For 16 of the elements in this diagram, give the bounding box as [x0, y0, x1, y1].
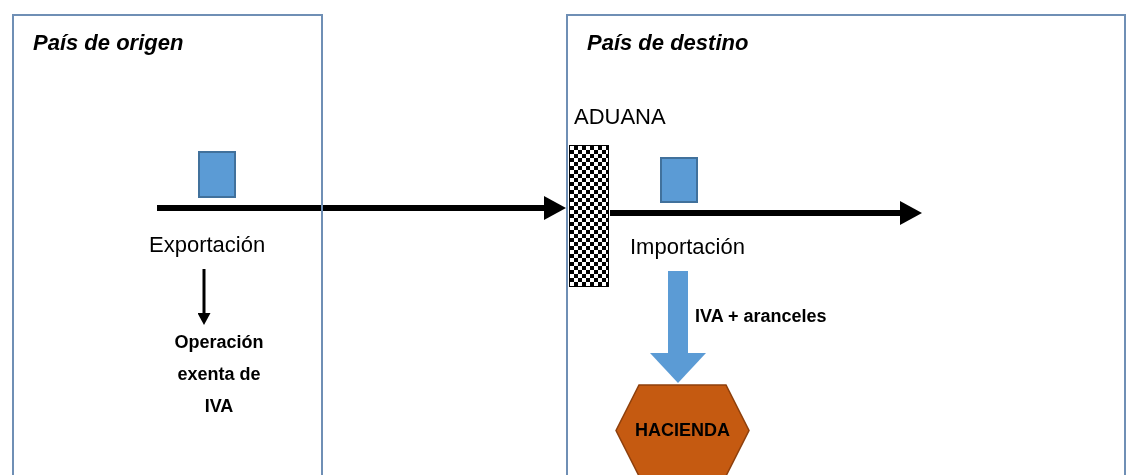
goods-box	[198, 151, 236, 198]
arrow	[197, 269, 211, 325]
customs-label: ADUANA	[574, 104, 666, 130]
arrow	[610, 201, 922, 225]
node-label: HACIENDA	[634, 419, 731, 441]
stage-label: Exportación	[149, 232, 299, 266]
arrow	[157, 196, 566, 220]
goods-box	[660, 157, 698, 203]
panel-title: País de origen	[33, 30, 184, 56]
country-panel	[566, 14, 1126, 475]
panel-title: País de destino	[587, 30, 749, 56]
block-arrow	[650, 271, 706, 383]
country-panel	[12, 14, 323, 475]
stage-label: Importación	[630, 234, 780, 268]
hexagon	[615, 384, 750, 475]
note-text: Operación exenta de IVA	[162, 326, 276, 426]
